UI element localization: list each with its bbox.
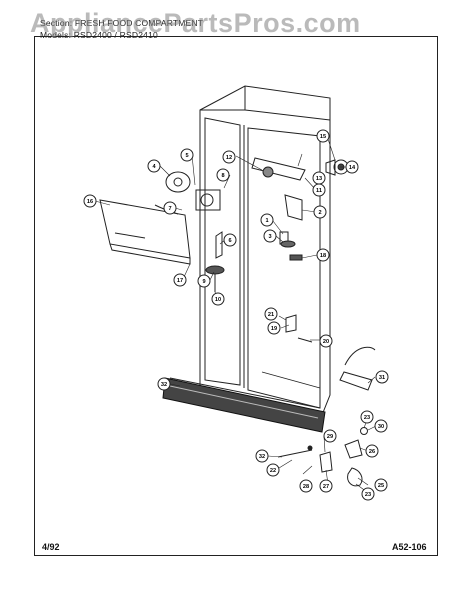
callout-13: 13 — [312, 171, 326, 185]
svg-text:15: 15 — [320, 134, 326, 140]
footer-page-code: A52-106 — [392, 542, 427, 552]
grille-panel — [162, 377, 326, 433]
callout-20: 20 — [319, 334, 333, 348]
callout-14: 14 — [345, 160, 359, 174]
callout-25: 26 — [365, 444, 379, 458]
callout-6: 6 — [223, 233, 237, 247]
cabinet-top-edge — [200, 86, 331, 121]
callout-11: 11 — [312, 183, 326, 197]
callout-5: 5 — [180, 148, 194, 162]
svg-text:23: 23 — [364, 415, 370, 421]
svg-text:10: 10 — [215, 297, 221, 303]
svg-text:21: 21 — [268, 312, 274, 318]
callout-31: 32 — [157, 377, 171, 391]
svg-text:19: 19 — [271, 326, 277, 332]
callout-26: 27 — [319, 479, 333, 493]
control-cover — [99, 199, 191, 265]
callout-8: 8 — [216, 168, 230, 182]
callout-18: 18 — [316, 248, 330, 262]
svg-text:8: 8 — [221, 173, 224, 179]
callout-24: 25 — [374, 478, 388, 492]
callout-30: 31 — [375, 370, 389, 384]
section-header: Section: FRESH FOOD COMPARTMENT — [40, 18, 204, 28]
callout-23b: 23 — [361, 487, 375, 501]
models-header: Models: RSD2400 / RSD2410 — [40, 30, 158, 40]
svg-text:2: 2 — [318, 210, 321, 216]
svg-text:28: 28 — [303, 484, 309, 490]
callout-10: 10 — [211, 292, 225, 306]
svg-text:4: 4 — [152, 164, 156, 170]
svg-text:23: 23 — [365, 492, 371, 498]
svg-text:12: 12 — [226, 155, 232, 161]
watermark: AppliancePartsPros.com — [30, 8, 361, 38]
svg-text:6: 6 — [228, 238, 231, 244]
svg-text:22: 22 — [270, 468, 276, 474]
door-hinge-detail — [339, 346, 376, 391]
left-liner — [204, 117, 241, 386]
footer-date: 4/92 — [42, 542, 60, 552]
switch-bracket — [284, 194, 303, 221]
callout-2: 2 — [313, 205, 327, 219]
callout-16: 16 — [83, 194, 97, 208]
bracket — [215, 231, 223, 259]
hinge-pin — [319, 451, 333, 473]
svg-text:3: 3 — [268, 234, 271, 240]
light-housing — [251, 157, 306, 181]
svg-text:7: 7 — [168, 206, 171, 212]
svg-text:17: 17 — [177, 278, 183, 284]
svg-text:11: 11 — [316, 188, 322, 194]
svg-text:32: 32 — [161, 382, 167, 388]
control-housing — [195, 189, 221, 211]
callout-labels: 16 4 5 8 12 15 14 13 11 2 7 1 3 6 18 17 … — [83, 129, 389, 501]
callout-7: 7 — [163, 201, 177, 215]
svg-text:32: 32 — [259, 454, 265, 460]
svg-text:5: 5 — [185, 153, 188, 159]
svg-text:30: 30 — [378, 424, 384, 430]
svg-text:20: 20 — [323, 339, 329, 345]
callout-19: 19 — [267, 321, 281, 335]
svg-text:31: 31 — [379, 375, 385, 381]
svg-text:27: 27 — [323, 484, 329, 490]
callout-32: 32 — [255, 449, 269, 463]
svg-text:13: 13 — [316, 176, 322, 182]
svg-text:18: 18 — [320, 253, 326, 259]
callout-22: 22 — [266, 463, 280, 477]
svg-text:1: 1 — [265, 218, 268, 224]
cabinet-outline — [199, 85, 331, 421]
callout-21: 21 — [264, 307, 278, 321]
callout-27: 28 — [299, 479, 313, 493]
callout-28: 29 — [323, 429, 337, 443]
hinge-bracket — [285, 314, 297, 333]
callout-23a: 23 — [360, 410, 374, 424]
svg-text:29: 29 — [327, 434, 333, 440]
callout-3: 3 — [263, 229, 277, 243]
svg-text:14: 14 — [349, 165, 356, 171]
svg-text:16: 16 — [87, 199, 93, 205]
svg-text:9: 9 — [202, 279, 205, 285]
callout-29: 30 — [374, 419, 388, 433]
lower-hinge — [344, 439, 363, 459]
knob — [205, 265, 225, 275]
callout-12: 12 — [222, 150, 236, 164]
svg-text:25: 25 — [378, 483, 384, 489]
callout-1: 1 — [260, 213, 274, 227]
callout-4: 4 — [147, 159, 161, 173]
callout-9: 9 — [197, 274, 211, 288]
thermostat-part — [165, 171, 191, 193]
callout-17: 17 — [173, 273, 187, 287]
callout-15: 15 — [316, 129, 330, 143]
svg-text:26: 26 — [369, 449, 375, 455]
diagram-frame — [34, 36, 438, 556]
